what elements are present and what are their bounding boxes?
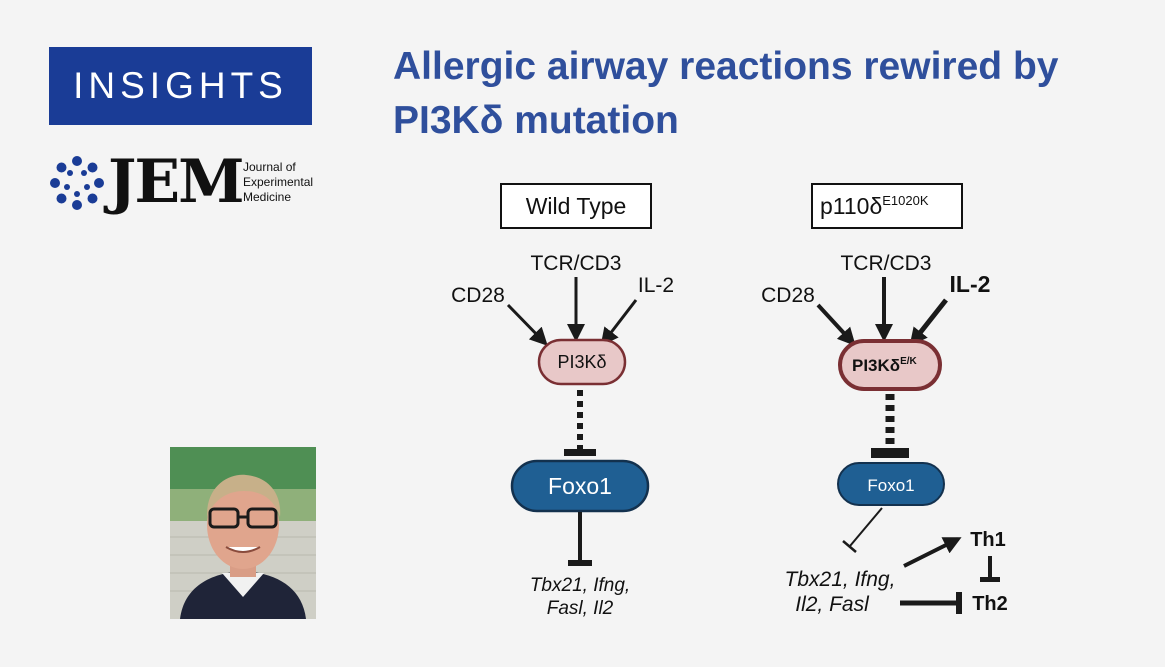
mutant-title-box (811, 183, 963, 229)
wt-pi3k-label: PI3Kδ (557, 352, 606, 372)
wt-targets-line-2: Fasl, Il2 (547, 598, 614, 619)
wt-arrow-il2 (600, 299, 638, 347)
headline-line-1: Allergic airway reactions rewired by (393, 45, 1059, 88)
mut-inhibit-th2-bar (956, 592, 962, 614)
mut-input-il2: IL-2 (950, 271, 991, 297)
wt-inhibit-bar-2 (568, 560, 592, 566)
mut-arrow-th1 (903, 537, 962, 568)
portrait-image (170, 447, 316, 619)
headline: Allergic airway reactions rewired by PI3… (393, 40, 1113, 148)
mutant-title: p110δE1020K (820, 193, 929, 219)
journal-name-line-1: Journal of (243, 160, 296, 174)
mut-th2-label: Th2 (972, 593, 1008, 615)
mutant-title-sup: E1020K (882, 193, 929, 208)
mut-targets-line-2: Il2, Fasl (795, 593, 870, 616)
jem-emblem-icon (50, 156, 104, 210)
mut-foxo1-label: Foxo1 (867, 476, 914, 495)
mutant-panel: p110δE1020K TCR/CD3 CD28 IL-2 PI3KδE/K F… (761, 183, 1008, 616)
mut-th1-th2-bar (980, 577, 1000, 582)
journal-name-line-2: Experimental (243, 175, 314, 189)
insights-banner: INSIGHTS (49, 47, 312, 125)
mut-pi3k-node (838, 339, 942, 391)
jem-wordmark: JEM (108, 147, 245, 217)
mut-arrow-il2 (909, 298, 948, 347)
wt-foxo1-label: Foxo1 (548, 473, 612, 499)
mut-targets-line-1: Tbx21, Ifng, (785, 568, 896, 591)
mut-input-cd28: CD28 (761, 284, 815, 307)
wt-targets-line-1: Tbx21, Ifng, (530, 575, 630, 596)
journal-name-line-3: Medicine (243, 190, 292, 204)
mut-inhibit-line (849, 507, 883, 547)
wt-pi3k-node (537, 338, 627, 386)
mut-pi3k-sup: E/K (900, 356, 917, 367)
wt-arrow-cd28 (506, 303, 548, 346)
mut-th1-label: Th1 (970, 529, 1006, 551)
mut-inhibit-bar (871, 448, 909, 458)
wt-inhibit-bar (564, 449, 596, 456)
mut-pi3k-label: PI3KδE/K (852, 356, 918, 375)
wild-type-title-box (500, 183, 652, 229)
wt-input-tcr: TCR/CD3 (530, 252, 621, 275)
jem-logo: JEM Journal of Experimental Medicine (48, 150, 328, 220)
mut-foxo1-node (837, 462, 945, 506)
mut-pi3k-main: PI3Kδ (852, 356, 900, 375)
wt-foxo1-node (510, 459, 650, 513)
insights-label: INSIGHTS (73, 65, 288, 106)
mutant-title-main: p110δ (820, 193, 882, 219)
wt-input-il2: IL-2 (638, 274, 674, 297)
wt-input-cd28: CD28 (451, 284, 505, 307)
wild-type-panel: Wild Type TCR/CD3 CD28 IL-2 PI3Kδ Foxo1 … (451, 183, 674, 619)
mut-inhibit-tick (842, 540, 857, 553)
headline-line-2: PI3Kδ mutation (393, 99, 679, 142)
wild-type-title: Wild Type (526, 193, 627, 219)
mut-input-tcr: TCR/CD3 (840, 252, 931, 275)
author-portrait (170, 447, 316, 619)
mut-arrow-cd28 (816, 303, 856, 346)
journal-name: Journal of Experimental Medicine (243, 160, 333, 205)
